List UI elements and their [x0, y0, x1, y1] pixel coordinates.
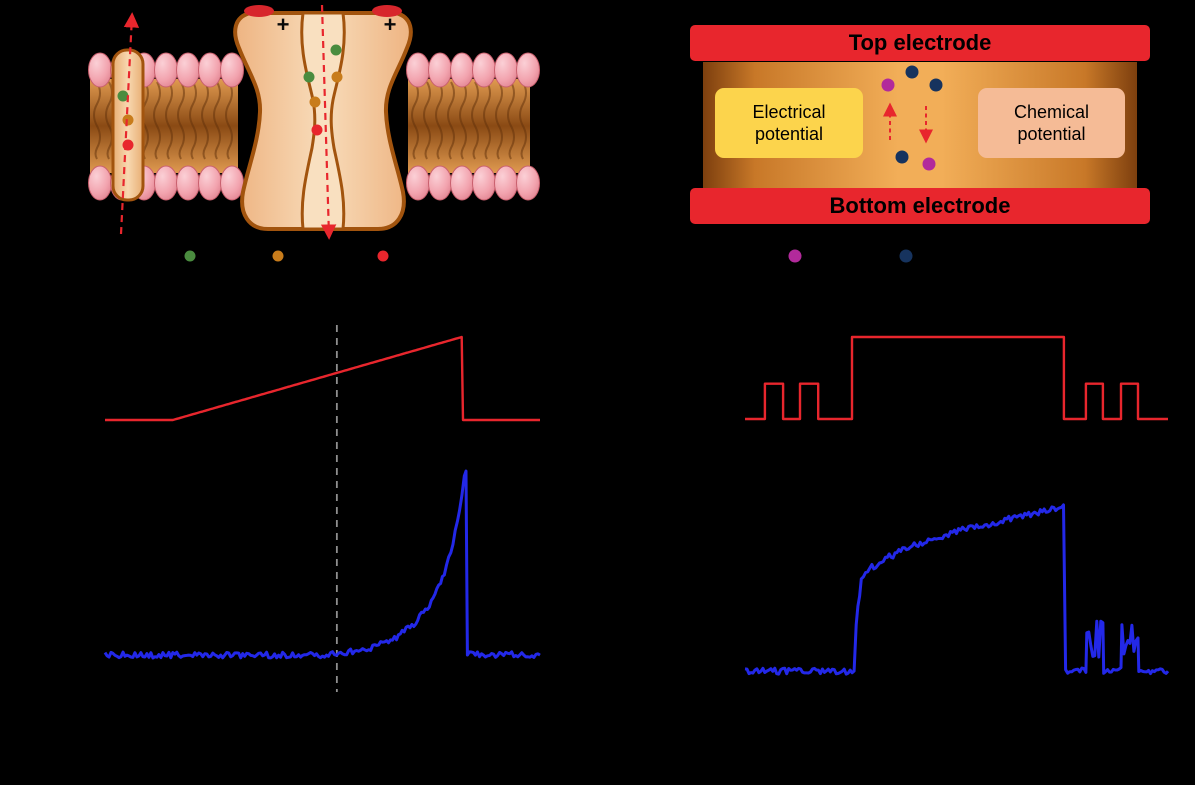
applied-voltage-ramp-trace — [105, 337, 540, 420]
ionic-current-trace — [105, 471, 540, 658]
positive-charge-left: + — [277, 12, 290, 37]
legend-navy-ion — [900, 250, 913, 263]
large-ion-channel — [235, 5, 411, 229]
ion-orange-dot — [123, 115, 134, 126]
lipid-head — [473, 166, 496, 200]
chemical-potential-label: Chemical potential — [986, 101, 1117, 146]
lipid-head — [221, 166, 244, 200]
top-electrode: Top electrode — [690, 25, 1150, 61]
top-electrode-label: Top electrode — [849, 30, 992, 56]
lipid-head — [451, 166, 474, 200]
pulse-train-current-chart — [728, 320, 1188, 700]
chemical-potential-box: Chemical potential — [978, 88, 1125, 158]
lipid-head — [495, 53, 518, 87]
applied-voltage-pulses-trace — [745, 337, 1168, 419]
electrical-potential-label: Electrical potential — [723, 101, 855, 146]
ion-red-dot — [123, 140, 134, 151]
lipid-head — [177, 166, 200, 200]
lipid-head — [89, 166, 112, 200]
ion-navy-dot — [930, 79, 943, 92]
lipid-head — [495, 166, 518, 200]
lipid-head — [199, 166, 222, 200]
voltage-ramp-current-chart — [90, 320, 560, 700]
legend-magenta-ion — [789, 250, 802, 263]
lipid-head — [517, 53, 540, 87]
membrane-diagram: + + — [80, 0, 545, 272]
lipid-head — [451, 53, 474, 87]
lipid-head — [517, 166, 540, 200]
lipid-head — [155, 166, 178, 200]
device-ion-legend — [789, 250, 913, 263]
lipid-head — [473, 53, 496, 87]
ion-magenta-dot — [923, 158, 936, 171]
ion-navy-dot — [896, 151, 909, 164]
lipid-head — [155, 53, 178, 87]
ion-orange-dot — [310, 97, 321, 108]
lipid-head — [407, 53, 430, 87]
lipid-head — [221, 53, 244, 87]
lipid-head — [407, 166, 430, 200]
ion-green-dot — [304, 72, 315, 83]
lipid-head — [199, 53, 222, 87]
ionic-current-trace — [745, 505, 1168, 674]
legend-red-ion — [378, 251, 389, 262]
lipid-head — [89, 53, 112, 87]
bottom-electrode-label: Bottom electrode — [830, 193, 1011, 219]
ion-magenta-dot — [882, 79, 895, 92]
bottom-electrode: Bottom electrode — [690, 188, 1150, 224]
ion-green-dot — [331, 45, 342, 56]
lipid-head — [177, 53, 200, 87]
lipid-head — [429, 53, 452, 87]
positive-charge-right: + — [384, 12, 397, 37]
legend-green-ion — [185, 251, 196, 262]
lipid-head — [429, 166, 452, 200]
ion-navy-dot — [906, 66, 919, 79]
electrical-potential-box: Electrical potential — [715, 88, 863, 158]
legend-orange-ion — [273, 251, 284, 262]
channel-cap-left — [244, 5, 274, 17]
device-diagram: Top electrode Bottom electrode Electrica… — [685, 0, 1155, 275]
ion-red-dot — [312, 125, 323, 136]
ion-orange-dot — [332, 72, 343, 83]
ion-legend — [185, 251, 389, 262]
